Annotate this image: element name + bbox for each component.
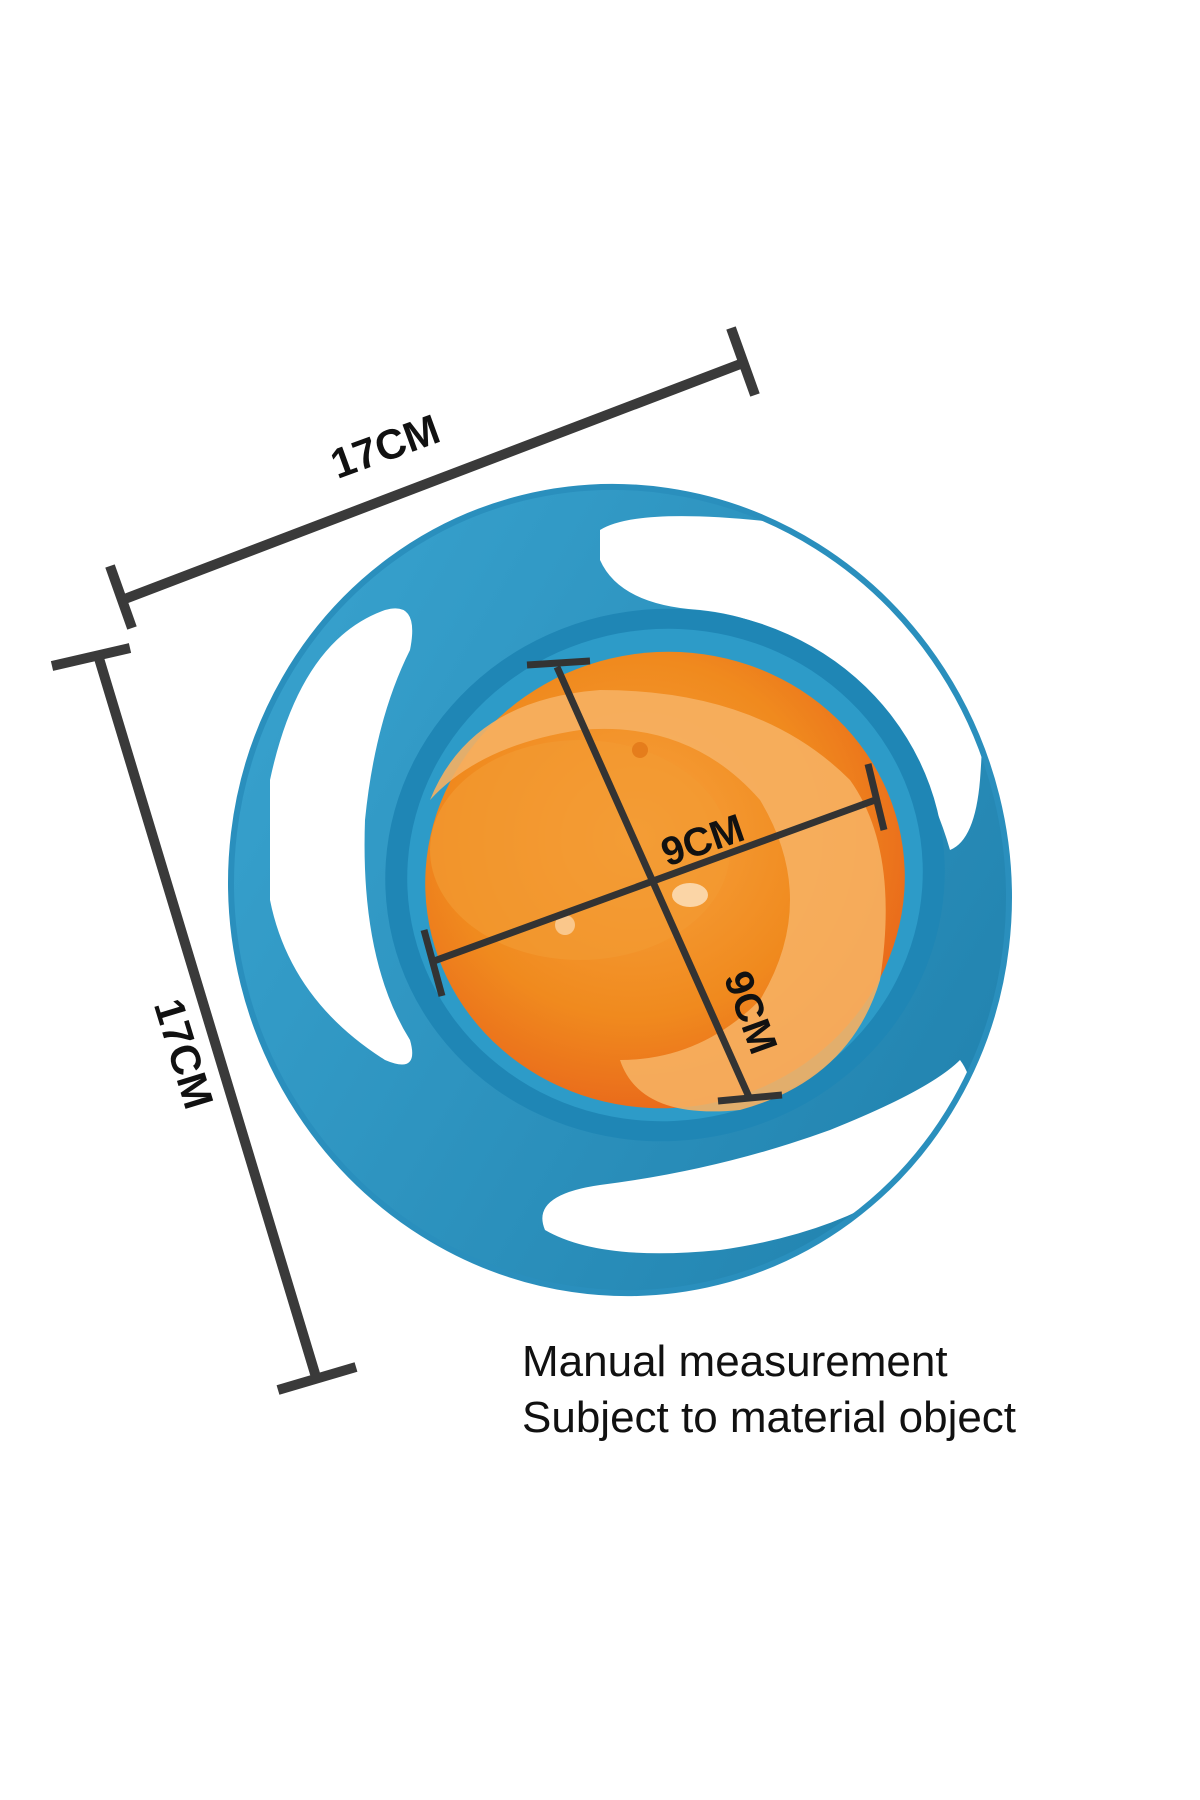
outer-width-dimension — [105, 326, 760, 630]
outer-height-label: 17CM — [145, 993, 223, 1114]
note-line-2: Subject to material object — [522, 1393, 1017, 1442]
handle-cutout-bottom — [542, 1060, 971, 1254]
inner-height-dimension — [526, 657, 783, 1105]
outer-width-label: 17CM — [324, 405, 445, 487]
handle-cutout-left — [270, 608, 413, 1065]
measurement-note: Manual measurement Subject to material o… — [522, 1334, 1016, 1446]
inner-width-dimension — [420, 763, 888, 997]
note-line-1: Manual measurement — [522, 1337, 948, 1386]
outer-height-dimension — [50, 643, 358, 1395]
